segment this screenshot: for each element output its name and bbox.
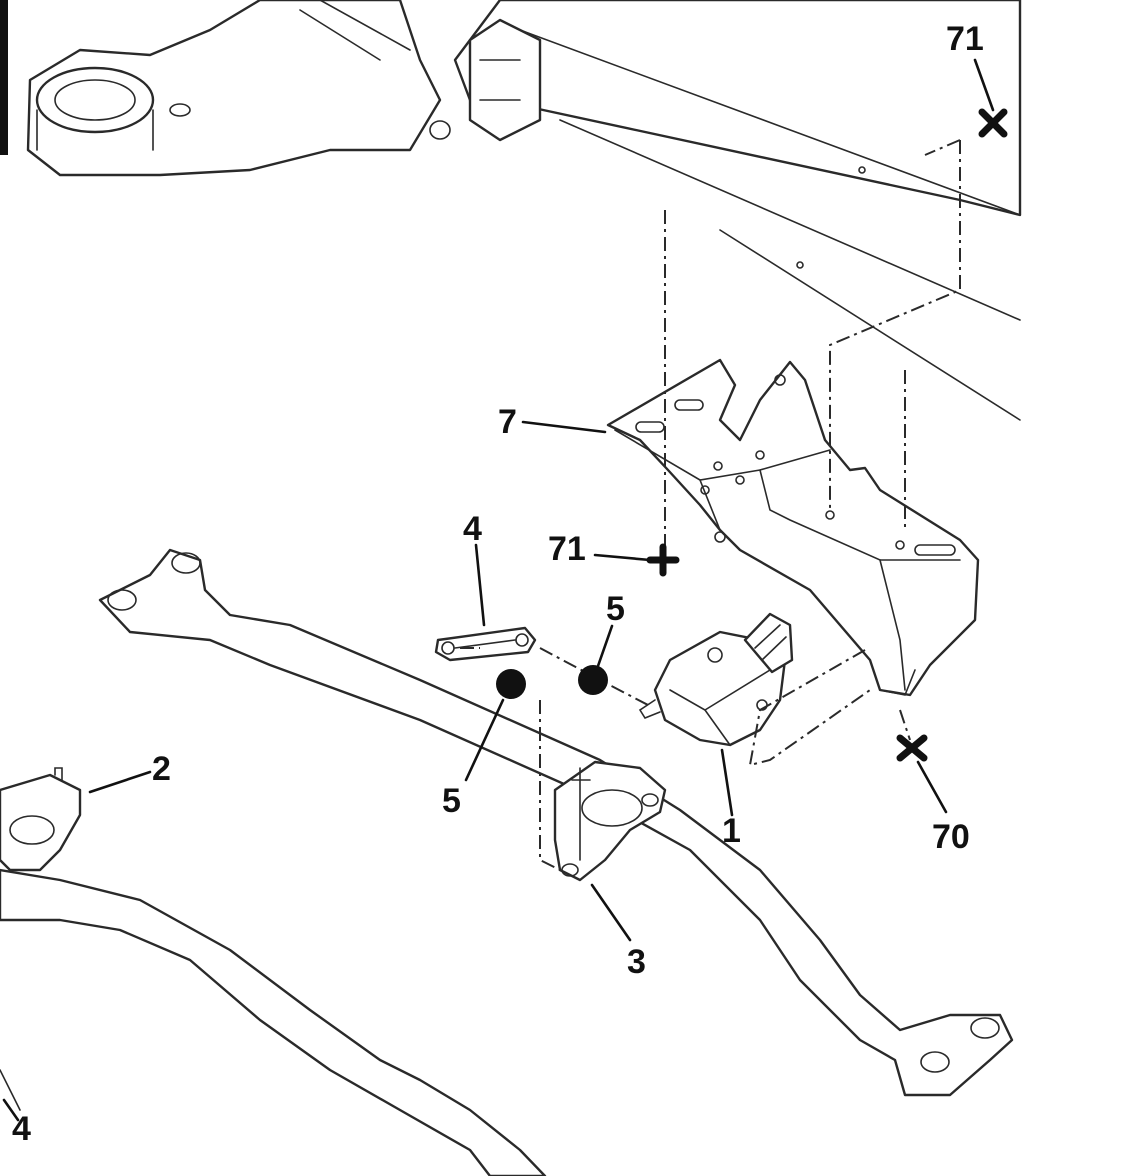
callout-5-left: 5 [442, 782, 461, 820]
callout-70: 70 [932, 818, 970, 856]
fastener-70-icon [896, 734, 928, 762]
callout-2: 2 [152, 750, 171, 788]
trailing-arm-hub [0, 0, 451, 177]
grommet-left-icon [496, 669, 526, 699]
fastener-marks [496, 108, 1008, 762]
callout-4-top: 4 [463, 510, 482, 548]
link-rod [434, 626, 537, 662]
callout-3: 3 [627, 943, 646, 981]
callout-5-right: 5 [606, 590, 625, 628]
callout-71-mid: 71 [548, 530, 586, 568]
callout-71-top: 71 [946, 20, 984, 58]
rear-axle-beam [453, 0, 1022, 421]
clamp-collar [553, 760, 667, 882]
callout-7: 7 [498, 403, 517, 441]
callout-1: 1 [722, 812, 741, 850]
callout-labels: 71 7 71 4 5 5 2 1 70 3 4 [12, 20, 984, 1148]
clamp-left [0, 767, 82, 872]
fastener-71-top-icon [978, 108, 1008, 138]
mounting-bracket [606, 358, 980, 697]
fastener-71-mid-icon [646, 543, 680, 577]
grommet-right-icon [578, 665, 608, 695]
callout-4-bottom: 4 [12, 1110, 31, 1148]
leader-lines [2, 58, 995, 1122]
height-sensor [638, 612, 794, 747]
